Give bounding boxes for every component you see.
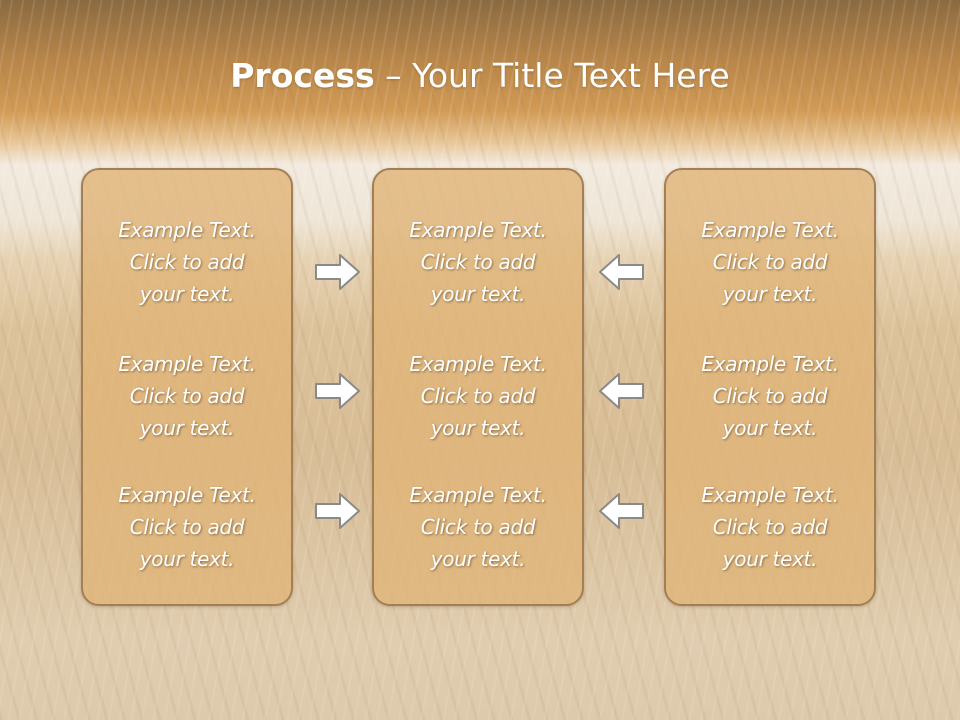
text-line: Click to add [420, 250, 536, 274]
text-line: Example Text. [409, 352, 547, 376]
text-line: Example Text. [118, 218, 256, 242]
text-line: Example Text. [409, 218, 547, 242]
text-line: Click to add [129, 515, 245, 539]
left-arrow-icon[interactable] [597, 371, 645, 411]
text-placeholder[interactable]: Example Text. Click to add your text. [666, 214, 874, 310]
text-line: Click to add [420, 384, 536, 408]
left-arrow-icon[interactable] [597, 252, 645, 292]
text-line: Click to add [420, 515, 536, 539]
text-placeholder[interactable]: Example Text. Click to add your text. [374, 348, 582, 444]
text-line: your text. [430, 547, 526, 571]
text-line: Example Text. [409, 483, 547, 507]
text-line: your text. [722, 282, 818, 306]
center-text-box[interactable]: Example Text. Click to add your text. Ex… [372, 168, 584, 606]
right-arrow-icon[interactable] [314, 371, 362, 411]
text-line: Example Text. [118, 483, 256, 507]
text-placeholder[interactable]: Example Text. Click to add your text. [83, 479, 291, 575]
right-text-box[interactable]: Example Text. Click to add your text. Ex… [664, 168, 876, 606]
text-placeholder[interactable]: Example Text. Click to add your text. [374, 214, 582, 310]
right-arrow-icon[interactable] [314, 491, 362, 531]
text-line: your text. [430, 282, 526, 306]
title-bold: Process [230, 56, 375, 95]
text-line: your text. [722, 416, 818, 440]
left-arrow-icon[interactable] [597, 491, 645, 531]
text-line: Click to add [712, 384, 828, 408]
text-placeholder[interactable]: Example Text. Click to add your text. [374, 479, 582, 575]
text-line: Example Text. [701, 218, 839, 242]
text-placeholder[interactable]: Example Text. Click to add your text. [83, 214, 291, 310]
text-line: your text. [139, 416, 235, 440]
text-line: Example Text. [701, 352, 839, 376]
right-arrow-icon[interactable] [314, 252, 362, 292]
text-placeholder[interactable]: Example Text. Click to add your text. [666, 479, 874, 575]
text-line: Example Text. [118, 352, 256, 376]
title-rest: – Your Title Text Here [374, 56, 730, 95]
left-text-box[interactable]: Example Text. Click to add your text. Ex… [81, 168, 293, 606]
slide-title[interactable]: Process – Your Title Text Here [0, 52, 960, 100]
text-line: Click to add [712, 515, 828, 539]
text-line: Click to add [712, 250, 828, 274]
text-line: your text. [139, 547, 235, 571]
text-line: Click to add [129, 384, 245, 408]
text-line: Example Text. [701, 483, 839, 507]
text-placeholder[interactable]: Example Text. Click to add your text. [83, 348, 291, 444]
text-line: your text. [722, 547, 818, 571]
text-line: Click to add [129, 250, 245, 274]
text-line: your text. [139, 282, 235, 306]
text-placeholder[interactable]: Example Text. Click to add your text. [666, 348, 874, 444]
text-line: your text. [430, 416, 526, 440]
